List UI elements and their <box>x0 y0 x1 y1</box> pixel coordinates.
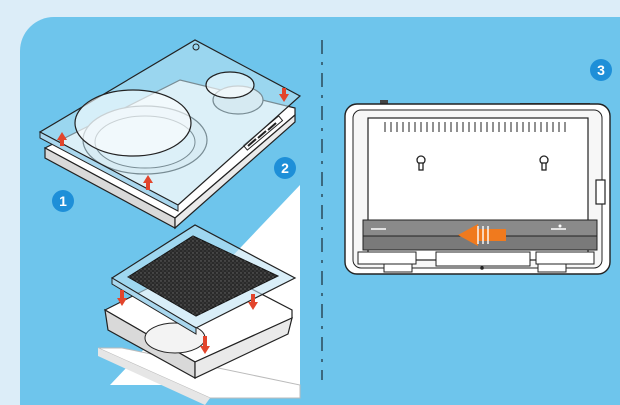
rear-panel-icon <box>345 100 610 274</box>
step-number-badge-1: 1 <box>52 190 74 212</box>
step-number-badge-2: 2 <box>274 157 296 179</box>
step-number-badge-3: 3 <box>590 59 612 81</box>
velcro-icon <box>98 185 300 405</box>
device-cover-icon <box>40 40 300 228</box>
